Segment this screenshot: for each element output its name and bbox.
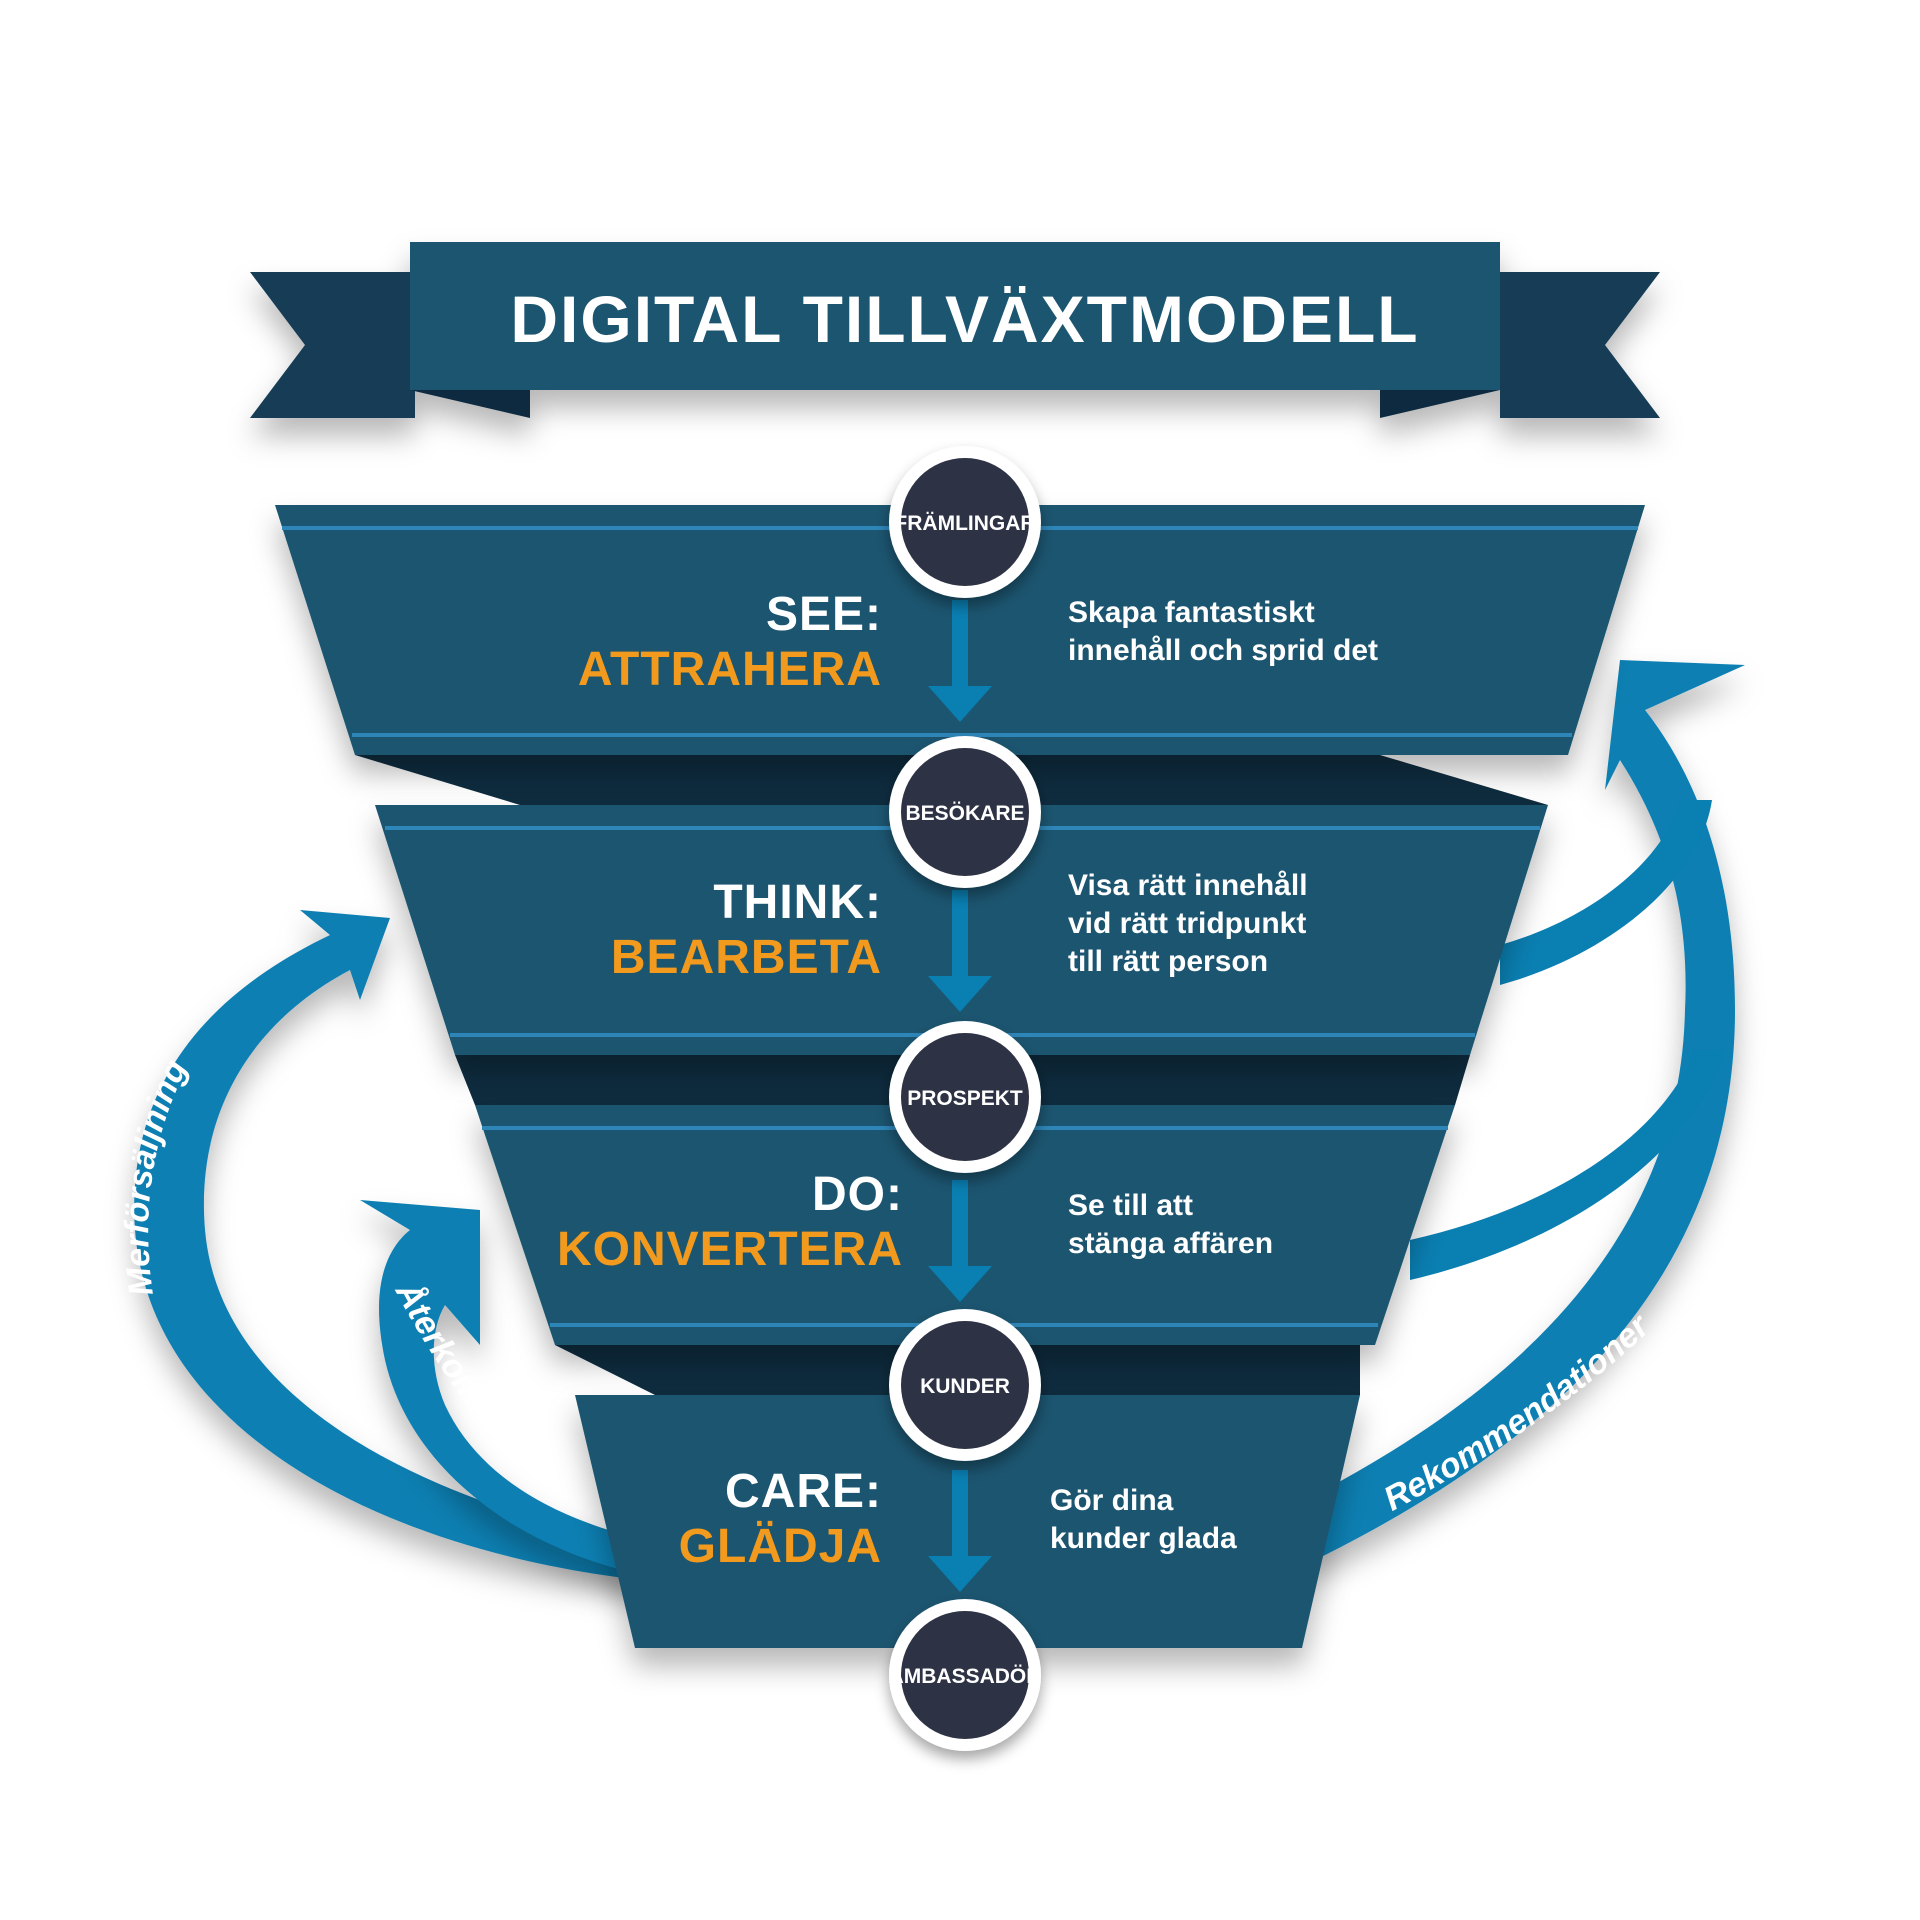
down-arrows (928, 600, 992, 1592)
node-ambassador: AMBASSADÖR (889, 1599, 1042, 1751)
stage-2-desc-line-3: till rätt person (1068, 945, 1268, 978)
stage-4-desc-line-1: Gör dina (1050, 1484, 1174, 1517)
stage-2-action: BEARBETA (611, 931, 882, 984)
rekommendationer-label: Rekommendationer (1378, 1306, 1658, 1518)
stage-3-desc-line-1: Se till att (1068, 1189, 1193, 1222)
stage-1-action: ATTRAHERA (578, 643, 882, 696)
down-arrow-2 (928, 890, 992, 1012)
right-branch-do (1410, 1050, 1725, 1280)
stage-2-desc-line-2: vid rätt tridpunkt (1068, 907, 1306, 940)
down-arrow-3 (928, 1180, 992, 1302)
banner-fold-left (410, 390, 530, 418)
stage-2-desc-line-1: Visa rätt innehåll (1068, 869, 1308, 902)
rekommendationer-arrow (1305, 660, 1745, 1565)
down-arrow-4 (928, 1470, 992, 1592)
stage-3-action: KONVERTERA (557, 1223, 903, 1276)
banner-tail-right (1500, 272, 1660, 418)
stage-3-desc-line-2: stänga affären (1068, 1227, 1273, 1260)
stage-4-action: GLÄDJA (679, 1520, 882, 1573)
stage-1-desc-line-2: innehåll och sprid det (1068, 634, 1378, 667)
node-kunder: KUNDER (889, 1309, 1041, 1461)
nodes: FRÄMLINGAR BESÖKARE PROSPEKT KUNDER AMBA… (889, 446, 1042, 1751)
aterkommande-kund-arrow (360, 1200, 645, 1575)
node-besokare-label: BESÖKARE (905, 802, 1024, 825)
node-ambassador-label: AMBASSADÖR (889, 1665, 1042, 1688)
node-prospekt-label: PROSPEKT (907, 1087, 1023, 1110)
stage-4-desc-line-2: kunder glada (1050, 1522, 1237, 1555)
stage-4-label: CARE: (725, 1465, 882, 1518)
title-banner: DIGITAL TILLVÄXTMODELL (250, 242, 1660, 418)
stage-3-label: DO: (812, 1168, 903, 1221)
banner-body (410, 242, 1500, 390)
merforsaljning-arrow (134, 910, 640, 1580)
banner-tail-left (250, 272, 415, 418)
stage-1-desc-line-1: Skapa fantastiskt (1068, 596, 1315, 629)
banner-fold-right (1380, 390, 1500, 418)
node-kunder-label: KUNDER (920, 1375, 1010, 1398)
stage-texts: SEE: ATTRAHERA Skapa fantastiskt innehål… (557, 588, 1378, 1573)
node-framlingar-label: FRÄMLINGAR (894, 512, 1035, 535)
down-arrow-1 (928, 600, 992, 722)
right-branch-think (1500, 800, 1712, 985)
node-framlingar: FRÄMLINGAR (889, 446, 1041, 598)
stage-1-label: SEE: (766, 588, 882, 641)
node-besokare: BESÖKARE (889, 736, 1041, 888)
stage-2-label: THINK: (713, 876, 882, 929)
page-title: DIGITAL TILLVÄXTMODELL (510, 282, 1419, 356)
node-prospekt: PROSPEKT (889, 1021, 1041, 1173)
